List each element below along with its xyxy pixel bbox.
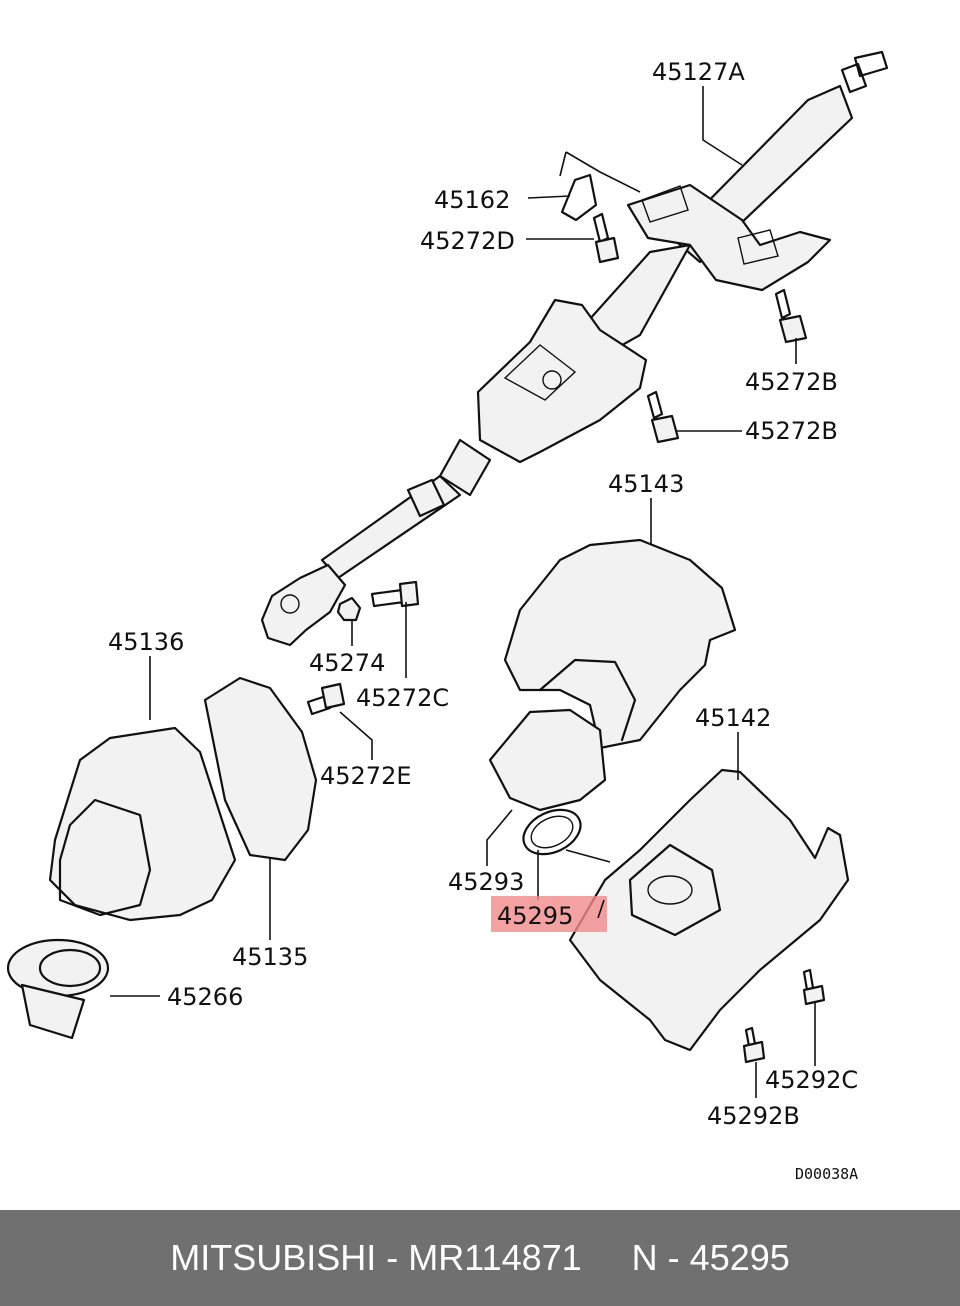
callout-45272B-lower: 45272B xyxy=(745,417,838,445)
screw-45292B xyxy=(742,1026,766,1064)
callout-45272D: 45272D xyxy=(420,227,515,255)
callout-45135: 45135 xyxy=(232,943,308,971)
callout-45142: 45142 xyxy=(695,704,771,732)
grommet-45266 xyxy=(6,938,110,1040)
callout-45162: 45162 xyxy=(434,186,510,214)
callout-45136: 45136 xyxy=(108,628,184,656)
callout-45127A: 45127A xyxy=(652,58,745,86)
callout-45272B-upper: 45272B xyxy=(745,368,838,396)
callout-45266: 45266 xyxy=(167,983,243,1011)
screw-45292C xyxy=(802,968,826,1006)
ring-45295 xyxy=(522,808,582,856)
callout-45272E: 45272E xyxy=(320,762,412,790)
nut-45274 xyxy=(336,596,362,622)
callout-45293: 45293 xyxy=(448,868,524,896)
callout-45143: 45143 xyxy=(608,470,684,498)
column-boot-inner xyxy=(58,798,152,917)
clip-45162 xyxy=(560,173,598,222)
bolt-45272E xyxy=(306,682,346,716)
column-boot-45135 xyxy=(203,676,318,862)
bolt-45272C xyxy=(370,580,420,608)
bolt-45272D xyxy=(592,212,620,264)
leader-lines xyxy=(110,86,816,1098)
callout-45274: 45274 xyxy=(309,649,385,677)
callout-45272C: 45272C xyxy=(356,684,449,712)
highlight-box-45295 xyxy=(491,896,607,932)
bolt-45272B-upper xyxy=(774,288,808,344)
lower-cover-45142 xyxy=(568,768,850,1052)
callout-45292B: 45292B xyxy=(707,1102,800,1130)
steering-column-exploded-diagram: 45127A 45162 45272D 45272B 45272B 45143 … xyxy=(6,50,889,1183)
steering-column-shaft xyxy=(260,50,889,647)
bolt-45272B-lower xyxy=(646,390,680,444)
drawing-code: D00038A xyxy=(795,1165,858,1183)
upper-cover-45143 xyxy=(503,538,737,750)
part-number-caption: MITSUBISHI - MR114871 N - 45295 xyxy=(170,1237,790,1278)
callout-45292C: 45292C xyxy=(765,1066,858,1094)
lower-cover-45293 xyxy=(488,708,607,812)
callout-45295: 45295 xyxy=(497,902,573,930)
footer-bar: MITSUBISHI - MR114871 N - 45295 xyxy=(0,1210,960,1306)
